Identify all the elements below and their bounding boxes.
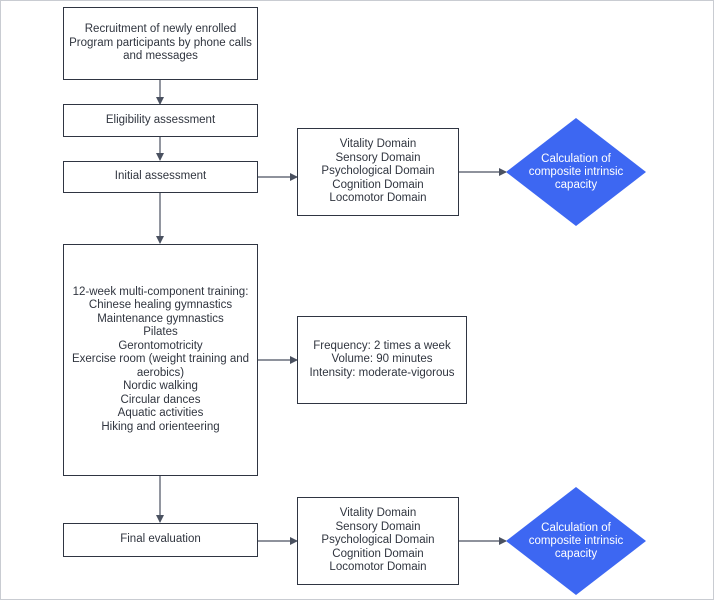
calc-line: composite intrinsic bbox=[528, 534, 624, 547]
final-calc-label: Calculation of composite intrinsic capac… bbox=[516, 518, 636, 564]
calc-line: Calculation of bbox=[541, 152, 611, 165]
domain-item: Cognition Domain bbox=[332, 178, 424, 191]
domain-item: Vitality Domain bbox=[339, 138, 417, 151]
training-params-box: Frequency: 2 times a week Volume: 90 min… bbox=[297, 316, 467, 404]
calc-line: capacity bbox=[554, 178, 598, 191]
final-domains-box: Vitality Domain Sensory Domain Psycholog… bbox=[297, 497, 459, 585]
param-line: Frequency: 2 times a week bbox=[313, 339, 451, 352]
domain-item: Sensory Domain bbox=[335, 151, 421, 164]
final-evaluation-label: Final evaluation bbox=[120, 533, 201, 546]
domain-item: Cognition Domain bbox=[332, 547, 424, 560]
initial-calc-diamond bbox=[506, 118, 646, 226]
recruitment-line: Program participants by phone calls bbox=[69, 36, 252, 49]
training-line: Hiking and orienteering bbox=[101, 420, 220, 433]
calc-line: Calculation of bbox=[541, 521, 611, 534]
training-line: Gerontomotricity bbox=[118, 339, 203, 352]
final-calc-diamond bbox=[506, 487, 646, 595]
initial-domains-box: Vitality Domain Sensory Domain Psycholog… bbox=[297, 128, 459, 216]
param-line: Intensity: moderate-vigorous bbox=[309, 366, 455, 379]
recruitment-box: Recruitment of newly enrolled Program pa… bbox=[63, 7, 258, 80]
domain-item: Psychological Domain bbox=[321, 534, 435, 547]
param-line: Volume: 90 minutes bbox=[331, 353, 433, 366]
training-line: Circular dances bbox=[120, 393, 201, 406]
initial-assessment-box: Initial assessment bbox=[63, 161, 258, 193]
calc-line: composite intrinsic bbox=[528, 165, 624, 178]
domain-item: Locomotor Domain bbox=[329, 192, 427, 205]
training-line: Chinese healing gymnastics bbox=[88, 299, 233, 312]
training-line: Maintenance gymnastics bbox=[97, 312, 224, 325]
training-line: Pilates bbox=[143, 326, 178, 339]
recruitment-line: and messages bbox=[123, 50, 198, 63]
training-box: 12-week multi-component training: Chines… bbox=[63, 244, 258, 476]
final-evaluation-box: Final evaluation bbox=[63, 523, 258, 557]
eligibility-box: Eligibility assessment bbox=[63, 104, 258, 137]
initial-calc-label: Calculation of composite intrinsic capac… bbox=[516, 149, 636, 195]
calc-line: capacity bbox=[554, 547, 598, 560]
training-line: Nordic walking bbox=[123, 380, 198, 393]
training-line: Exercise room (weight training and bbox=[71, 353, 250, 366]
recruitment-line: Recruitment of newly enrolled bbox=[84, 23, 237, 36]
domain-item: Psychological Domain bbox=[321, 165, 435, 178]
eligibility-label: Eligibility assessment bbox=[105, 113, 216, 126]
initial-assessment-label: Initial assessment bbox=[114, 170, 207, 183]
domain-item: Locomotor Domain bbox=[329, 561, 427, 574]
training-line: 12-week multi-component training: bbox=[72, 285, 249, 298]
training-line: Aquatic activities bbox=[117, 407, 204, 420]
domain-item: Vitality Domain bbox=[339, 507, 417, 520]
domain-item: Sensory Domain bbox=[335, 520, 421, 533]
training-line: aerobics) bbox=[136, 366, 185, 379]
